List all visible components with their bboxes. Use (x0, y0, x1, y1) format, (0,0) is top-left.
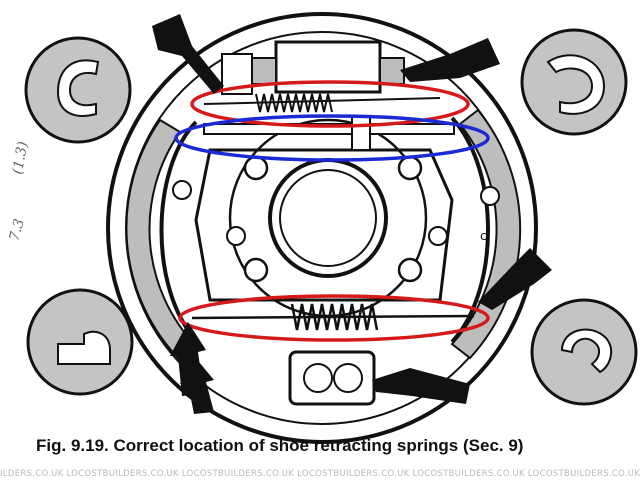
watermark-strip: ILDERS.CO.UK LOCOSTBUILDERS.CO.UK LOCOST… (0, 469, 640, 479)
upper-spring-red-ellipse (190, 80, 470, 128)
strut-blue-ellipse (174, 114, 490, 162)
arrow-top-right (400, 38, 500, 82)
corner-clip-bottom-left (26, 288, 134, 396)
arrow-top-left (152, 14, 224, 94)
anchor-block (288, 350, 376, 406)
lower-spring-red-ellipse (178, 294, 490, 342)
lower-retracting-spring (191, 303, 475, 331)
figure-caption: Fig. 9.19. Correct location of shoe retr… (36, 436, 636, 456)
wheel-letter: c (480, 229, 487, 243)
caption-number: Fig. 9.19. (36, 436, 109, 455)
corner-clip-top-right (520, 28, 628, 136)
arrow-right-middle (478, 248, 552, 310)
upper-retracting-spring (203, 93, 441, 113)
arrow-bottom-right (372, 368, 470, 404)
arrow-bottom-left-lower (180, 356, 214, 414)
corner-clip-top-left (24, 36, 132, 144)
corner-clip-bottom-right (530, 298, 638, 406)
caption-text: Correct location of shoe retracting spri… (113, 436, 524, 455)
